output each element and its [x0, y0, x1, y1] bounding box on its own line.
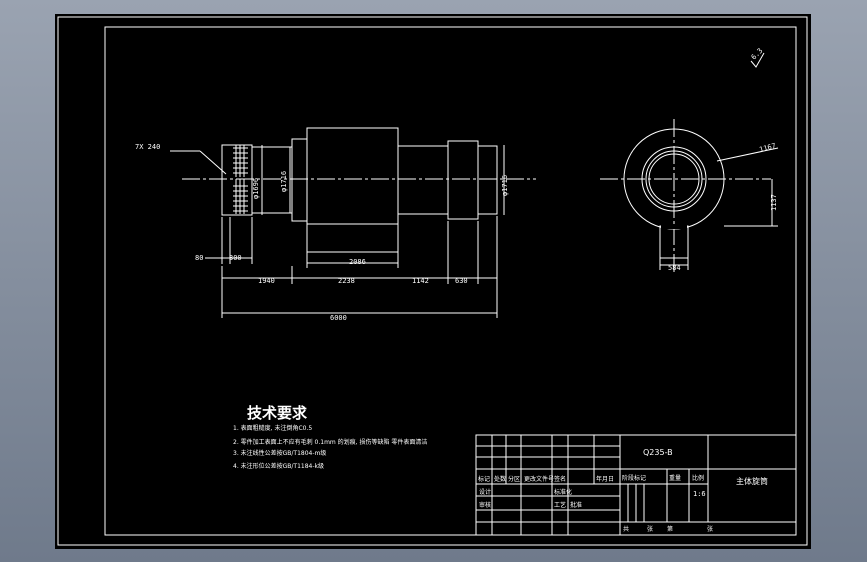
- outer-frame: [57, 16, 808, 546]
- material-label: Q235-B: [643, 448, 673, 457]
- svg-text:审核: 审核: [479, 501, 491, 509]
- svg-text:第: 第: [667, 525, 673, 533]
- side-view: 1167 1137 584: [600, 119, 779, 272]
- dim-300: 300: [229, 254, 242, 262]
- tech-item: 4. 未注形位公差按GB/T1184-k级: [233, 462, 324, 470]
- tech-title: 技术要求: [247, 404, 308, 422]
- shaft-section-3: [397, 145, 449, 215]
- drawing-canvas: 6.3 7X 240 φ1696 φ: [57, 16, 808, 546]
- inner-circle-1: [645, 150, 703, 208]
- gear-teeth: [233, 145, 248, 214]
- svg-text:处数: 处数: [494, 475, 506, 483]
- svg-text:张: 张: [707, 525, 713, 533]
- inner-frame: [104, 26, 797, 536]
- svg-text:批准: 批准: [570, 501, 582, 509]
- technical-requirements: 技术要求 1. 表面粗糙度, 未注倒角C0.5 2. 零件加工表面上不应有毛刺 …: [233, 404, 427, 470]
- title-block: Q235-B 主体旋筒 标记 处数 分区 更改文件号 签名 年月日 设计 标准化…: [475, 434, 797, 536]
- dim-1167: 1167: [758, 142, 776, 154]
- shaft-end: [477, 145, 498, 215]
- svg-text:年月日: 年月日: [596, 475, 614, 483]
- gear-section: [221, 144, 253, 216]
- inner-circle-2: [648, 153, 700, 205]
- tech-item: 2. 零件加工表面上不应有毛刺 0.1mm 的划痕, 损伤等缺陷 零件表面清洁: [233, 438, 427, 446]
- shaft-section-2: [291, 138, 308, 222]
- svg-text:共: 共: [623, 525, 629, 533]
- dim-80: 80: [195, 254, 203, 262]
- svg-text:6.3: 6.3: [750, 47, 765, 62]
- dim-d3: φ1716: [501, 175, 509, 196]
- svg-text:签名: 签名: [554, 475, 566, 483]
- svg-text:比例: 比例: [692, 474, 704, 482]
- svg-text:阶段标记: 阶段标记: [622, 474, 646, 482]
- drawing-sheet: 6.3 7X 240 φ1696 φ: [55, 14, 811, 549]
- svg-text:标记: 标记: [478, 475, 490, 483]
- dim-630: 630: [455, 277, 468, 285]
- drum-body: [306, 127, 399, 253]
- shaft-section-4: [447, 140, 479, 220]
- dim-2238: 2238: [338, 277, 355, 285]
- dim-6000: 6000: [330, 314, 347, 322]
- scale-value: 1:6: [693, 490, 706, 498]
- svg-text:重量: 重量: [669, 474, 681, 482]
- dim-1940: 1940: [258, 277, 275, 285]
- dim-d2: φ1716: [280, 171, 288, 192]
- dim-584: 584: [668, 264, 681, 272]
- svg-text:工艺: 工艺: [554, 501, 566, 509]
- svg-text:标准化: 标准化: [554, 488, 572, 496]
- dim-1142: 1142: [412, 277, 429, 285]
- surface-finish-symbol: 6.3: [750, 47, 765, 68]
- dim-2086: 2086: [349, 258, 366, 266]
- svg-text:更改文件号: 更改文件号: [524, 475, 554, 483]
- dim-d1: φ1696: [252, 178, 260, 199]
- part-name: 主体旋筒: [736, 476, 768, 486]
- svg-text:设计: 设计: [479, 488, 491, 496]
- dim-1137: 1137: [770, 194, 778, 211]
- gear-callout: 7X 240: [135, 143, 160, 151]
- svg-text:分区: 分区: [508, 475, 520, 483]
- flange-circle: [641, 146, 707, 212]
- tech-item: 3. 未注线性公差按GB/T1804-m级: [233, 449, 326, 457]
- front-view: 7X 240 φ1696 φ1716 φ1716 80 300 2086 194…: [135, 127, 536, 322]
- tech-item: 1. 表面粗糙度, 未注倒角C0.5: [233, 424, 312, 432]
- svg-text:张: 张: [647, 525, 653, 533]
